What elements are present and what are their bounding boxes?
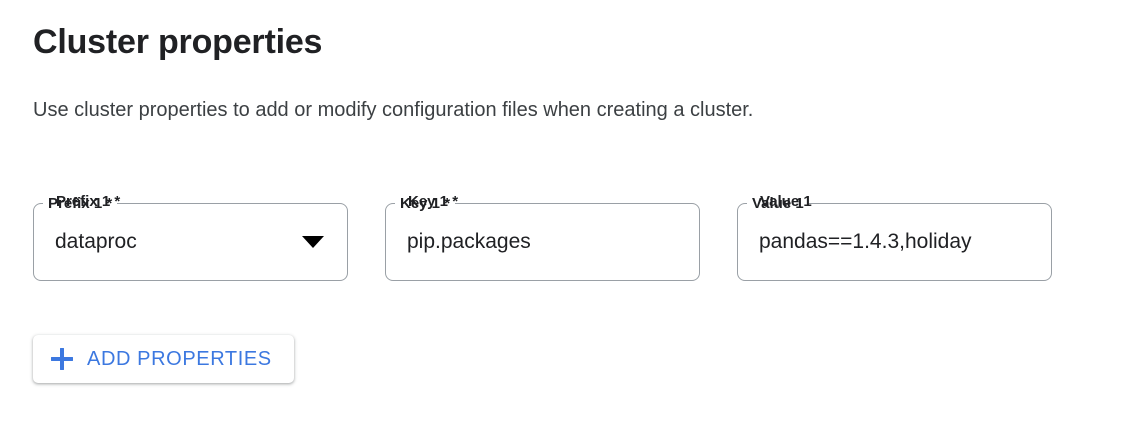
key-field-label: Key 1 * bbox=[408, 193, 459, 210]
prefix-select-field[interactable]: Prefix 1 * Prefix 1 * dataproc bbox=[33, 193, 348, 281]
value-input-value[interactable]: pandas==1.4.3,holiday bbox=[759, 230, 972, 253]
chevron-down-icon[interactable] bbox=[302, 236, 324, 248]
add-properties-button[interactable]: ADD PROPERTIES bbox=[33, 335, 294, 383]
plus-icon bbox=[51, 348, 73, 370]
property-row: Prefix 1 * Prefix 1 * dataproc Key 1 * K… bbox=[0, 193, 1122, 283]
value-input-field[interactable]: Value 1 Value 1 pandas==1.4.3,holiday bbox=[737, 193, 1052, 281]
value-field-label: Value 1 bbox=[760, 193, 812, 210]
key-input-field[interactable]: Key 1 * Key 1 * pip.packages bbox=[385, 193, 700, 281]
add-properties-button-label: ADD PROPERTIES bbox=[87, 348, 272, 370]
section-description: Use cluster properties to add or modify … bbox=[33, 99, 754, 121]
prefix-field-label: Prefix 1 * bbox=[56, 193, 121, 210]
page-title: Cluster properties bbox=[33, 23, 323, 61]
prefix-select-value[interactable]: dataproc bbox=[55, 230, 137, 253]
key-input-value[interactable]: pip.packages bbox=[407, 230, 531, 253]
